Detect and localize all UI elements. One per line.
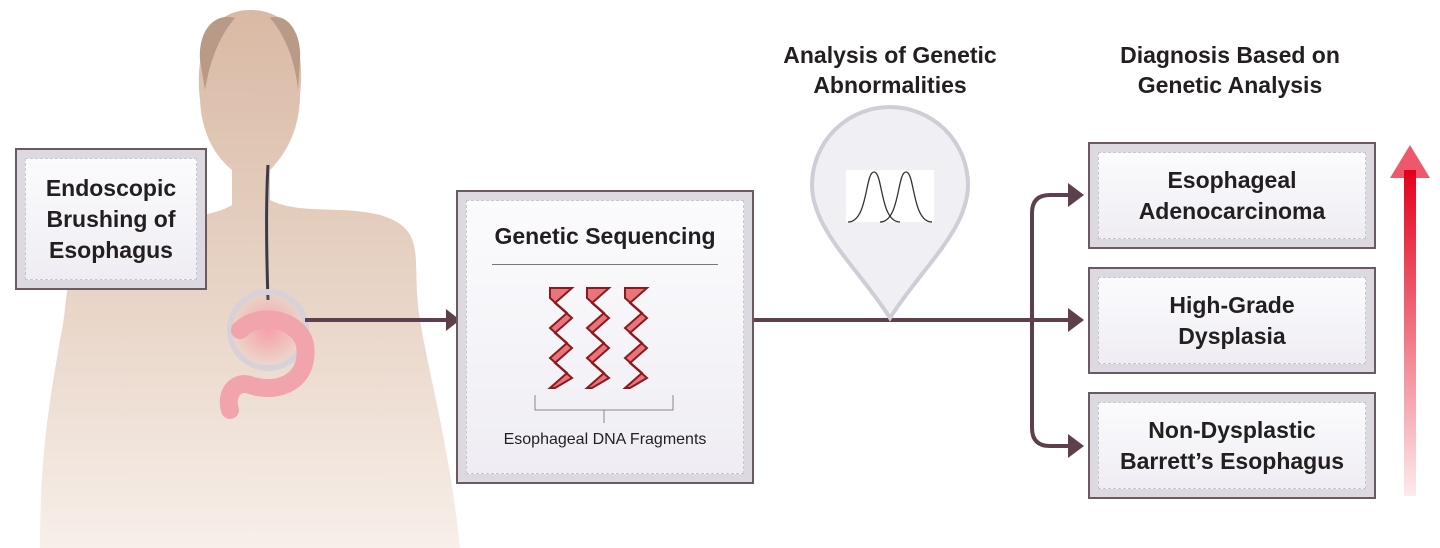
heading-diagnosis: Diagnosis Based on Genetic Analysis [1095,40,1365,100]
heading-line: Genetic Analysis [1137,72,1323,98]
severity-arrow [1390,145,1430,496]
arrow-heads [446,183,1084,458]
outcome-label: Esophageal [1167,166,1297,193]
outcome-label: Adenocarcinoma [1138,197,1326,224]
heading-analysis: Analysis of Genetic Abnormalities [760,40,1020,100]
human-figure-illustration [40,10,460,548]
step-brushing-box: Endoscopic Brushing of Esophagus [15,148,207,290]
heading-line: Abnormalities [813,72,967,98]
heading-line: Diagnosis Based on [1120,42,1340,68]
brushing-label: Endoscopic [45,174,177,201]
outcome-label: Barrett’s Esophagus [1119,447,1345,474]
flow-arrows [305,193,1072,448]
outcome-label: Non-Dysplastic [1148,416,1316,443]
outcome-non-dysplastic-box: Non-Dysplastic Barrett’s Esophagus [1088,392,1376,499]
outcome-high-grade-box: High-Grade Dysplasia [1088,267,1376,374]
step-sequencing-box: Genetic Sequencing Esophageal DNA Fragme… [456,190,754,484]
outcome-label: High-Grade [1169,291,1295,318]
brushing-label: Brushing of [46,205,176,232]
dna-strands-icon [534,287,674,423]
brushing-label: Esophagus [49,236,173,263]
outcome-label: Dysplasia [1178,322,1286,349]
distribution-pin-icon [809,105,971,322]
sequencing-title: Genetic Sequencing [494,223,716,249]
heading-line: Analysis of Genetic [783,42,997,68]
divider [492,264,718,265]
outcome-adenocarcinoma-box: Esophageal Adenocarcinoma [1088,142,1376,249]
sequencing-caption: Esophageal DNA Fragments [503,431,707,448]
